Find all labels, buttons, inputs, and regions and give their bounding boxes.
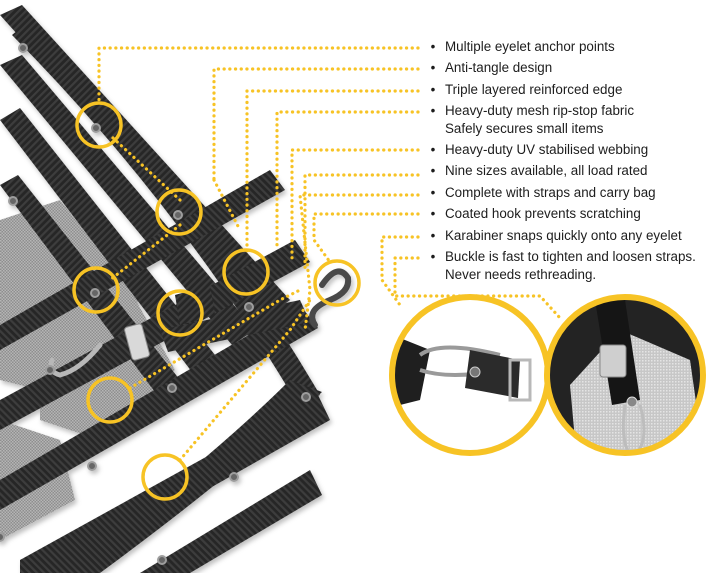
strap-loop [175,285,215,325]
bullet: • [430,103,436,118]
leader-karabiner [380,235,420,307]
feature-text: Multiple eyelet anchor points [445,39,615,54]
ring-hook [313,259,361,307]
leader-eyelet-chain [111,136,182,202]
leader-hook [312,212,420,264]
feature-text: Triple layered reinforced edge [445,82,623,97]
leader-straps [298,193,420,332]
detail-photo-buckle [544,294,706,456]
ring-strap [156,289,204,337]
feature-text: Complete with straps and carry bag [445,185,656,200]
feature-text: Karabiner snaps quickly onto any eyelet [445,228,682,243]
bullet: • [430,142,436,157]
s-hook [309,268,352,328]
callout-leaders [97,46,562,462]
leader-eyelet-chain [108,223,182,282]
bullet: • [430,185,436,200]
ring-eyelet-3 [72,266,120,314]
bullet: • [430,206,436,221]
cargo-net [0,5,352,573]
bullet: • [430,60,436,75]
feature-text: Nine sizes available, all load rated [445,163,648,178]
feature-text-line2: Safely secures small items [445,121,604,136]
feature-text: Heavy-duty mesh rip-stop fabric [445,103,635,118]
leader-mesh-link [128,288,302,390]
feature-text: Coated hook prevents scratching [445,206,641,221]
bullet: • [430,228,436,243]
leader-webbing-link [178,298,312,462]
leader-eyelets [97,46,420,102]
ring-eyelet-1 [75,101,123,149]
tie-down-strap [160,300,310,352]
leader-sizes [303,173,420,272]
bullet: • [430,249,436,264]
feature-text: Anti-tangle design [445,60,553,75]
eyelets [0,43,311,565]
bullet: • [430,39,436,54]
feature-text-line2: Never needs rethreading. [445,267,597,282]
bullet: • [430,82,436,97]
ring-eyelet-2 [155,188,203,236]
webbing-edge-bottom [60,380,322,573]
leader-buckle [393,256,562,320]
leader-triple-edge [245,89,420,257]
leader-edge-link [212,178,242,232]
feature-text: Buckle is fast to tighten and loosen str… [445,249,696,264]
strap-buckle [124,323,150,361]
webbing-edge [12,20,320,405]
ring-webbing [141,453,189,501]
leader-mesh [275,110,420,252]
leader-anti-tangle [212,67,420,182]
bullet: • [430,163,436,178]
detail-photo-karabiner [389,294,551,456]
ring-triple-edge [222,248,270,296]
callout-rings [72,101,361,501]
leader-webbing [290,148,420,262]
ring-mesh [86,376,134,424]
feature-text: Heavy-duty UV stabilised webbing [445,142,649,157]
